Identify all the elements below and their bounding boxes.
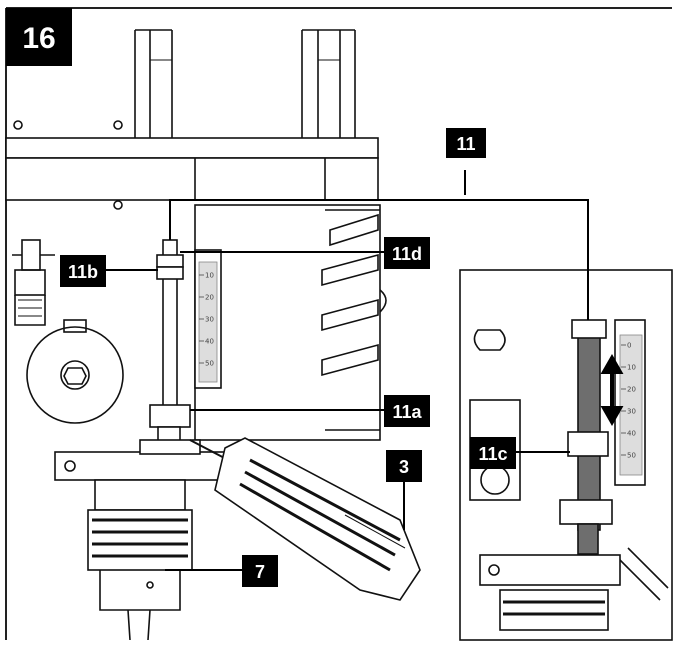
inset-depth-scale: [614, 319, 646, 486]
top-posts: [134, 29, 356, 140]
scale-right-label: 10: [627, 364, 636, 372]
screwdriver: [189, 437, 421, 601]
callout-11a: 11a: [384, 395, 430, 427]
callout-7: 7: [242, 555, 278, 587]
figure-frame: [5, 7, 672, 640]
scale-left-label: 50: [205, 360, 214, 368]
callout-11: 11: [446, 128, 486, 158]
scale-left-labels: 10 20 30 40 50: [199, 272, 214, 368]
scale-left-label: 20: [205, 294, 214, 302]
svg-text:3: 3: [399, 457, 409, 477]
scale-right-labels: 0 10 20 30 40 50: [621, 342, 636, 460]
inset-lower-mount: [479, 547, 669, 631]
figure-number: 16: [22, 22, 55, 55]
svg-text:11c: 11c: [478, 444, 507, 464]
leader-lines: [105, 170, 589, 571]
double-arrow: [600, 353, 624, 427]
leader-11: [169, 170, 589, 320]
scale-right-label: 30: [627, 408, 636, 416]
figure-number-badge: 16: [6, 8, 72, 66]
scale-right-label: 50: [627, 452, 636, 460]
left-gear-assembly: [12, 239, 124, 424]
inset-depth-rod: [559, 319, 613, 555]
scale-left-label: 30: [205, 316, 214, 324]
svg-text:11b: 11b: [68, 262, 98, 282]
drill-chuck: [87, 479, 193, 641]
scale-left-label: 40: [205, 338, 214, 346]
column-body: [194, 204, 387, 441]
spindle-collar: [54, 439, 251, 481]
scale-right-label: 20: [627, 386, 636, 394]
depth-stop-rod: [149, 239, 191, 448]
svg-text:11: 11: [456, 134, 475, 154]
svg-text:11a: 11a: [392, 402, 422, 422]
svg-text:11d: 11d: [392, 244, 422, 264]
callout-11b: 11b: [60, 255, 106, 287]
scale-left-label: 10: [205, 272, 214, 280]
top-housing: [5, 120, 379, 210]
svg-text:7: 7: [255, 562, 265, 582]
callout-11d: 11d: [384, 237, 430, 269]
callout-11c: 11c: [470, 437, 516, 469]
main-drawing: [5, 29, 421, 641]
scale-right-label: 0: [627, 342, 631, 350]
callout-3: 3: [386, 450, 422, 482]
scale-right-label: 40: [627, 430, 636, 438]
